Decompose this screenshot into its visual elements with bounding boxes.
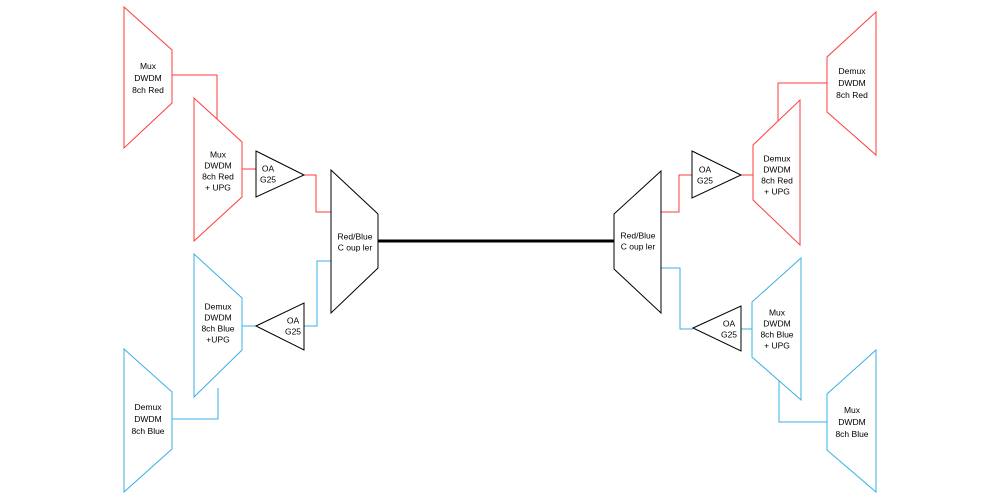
left-mux-red-upg-label-line: 8ch Red <box>202 172 234 182</box>
left-demux-blue-upg-label-line: DWDM <box>204 313 231 323</box>
left-mux-red-upg-label-line: + UPG <box>205 183 231 193</box>
connections <box>172 74 827 423</box>
left-oa-top-label-line: G25 <box>260 175 276 185</box>
right-demux-red-upg-label-line: 8ch Red <box>761 176 793 186</box>
left-mux-red-upg-label-line: DWDM <box>204 161 231 171</box>
right-mux-blue-label-line: 8ch Blue <box>835 429 868 439</box>
left-mux-red-label-line: 8ch Red <box>132 85 164 95</box>
right-mux-blue-upg-label-line: + UPG <box>764 341 790 351</box>
right-demux-red-label-line: Demux <box>839 66 867 76</box>
left-oa-top-label-line: OA <box>262 164 275 174</box>
right-oa-bottom-label-line: G25 <box>721 330 737 340</box>
right-mux-blue-upg-label-line: Mux <box>769 308 786 318</box>
right-mux-blue-label-line: DWDM <box>838 417 865 427</box>
connector-left-oa-top-to-left-coupler <box>304 174 331 213</box>
left-oa-bottom-shape <box>254 302 305 351</box>
right-mux-blue-upg-shape <box>751 256 802 402</box>
connector-right-demux-red-upg-to-right-demux-red <box>777 82 827 122</box>
left-demux-blue-upg-label-line: 8ch Blue <box>201 324 234 334</box>
right-demux-red-upg-label-line: + UPG <box>764 187 790 197</box>
right-mux-blue-shape <box>826 348 877 494</box>
right-mux-blue-upg-label-line: DWDM <box>763 319 790 329</box>
left-demux-blue-upg-shape <box>193 252 243 399</box>
right-coupler-label-line: Red/Blue <box>621 231 656 241</box>
connector-left-demux-blue-upg-to-left-demux-blue <box>172 388 219 420</box>
left-coupler-label-line: Red/Blue <box>338 232 373 242</box>
left-mux-red-shape <box>123 5 173 150</box>
right-oa-top-label-line: G25 <box>697 176 713 186</box>
right-demux-red-upg-label-line: Demux <box>764 154 792 164</box>
left-mux-red-upg-shape <box>193 96 243 243</box>
right-oa-bottom-shape <box>691 305 742 352</box>
connector-right-mux-blue-to-right-mux-blue-upg <box>778 379 827 423</box>
left-demux-blue-shape <box>123 347 173 494</box>
right-mux-blue-upg-label-line: 8ch Blue <box>760 330 793 340</box>
right-demux-red-label-line: 8ch Red <box>836 90 868 100</box>
left-oa-bottom-label-line: G25 <box>285 327 301 337</box>
left-demux-blue-label-line: Demux <box>135 402 163 412</box>
right-mux-blue-label-line: Mux <box>844 405 861 415</box>
right-demux-red-upg-shape <box>752 98 801 247</box>
left-demux-blue-upg-label-line: Demux <box>205 302 233 312</box>
right-oa-bottom-label-line: OA <box>723 319 736 329</box>
left-coupler-label-line: C oup ler <box>338 243 373 253</box>
left-oa-top-shape <box>255 150 306 198</box>
right-demux-red-upg-label-line: DWDM <box>763 165 790 175</box>
left-oa-bottom-label-line: OA <box>287 316 300 326</box>
left-demux-blue-upg-label-line: +UPG <box>206 335 229 345</box>
left-coupler-shape <box>330 168 379 315</box>
right-demux-red-shape <box>826 10 877 157</box>
right-coupler-shape <box>613 169 662 315</box>
connector-right-coupler-to-right-oa-top <box>661 174 692 213</box>
right-oa-top-shape <box>691 150 743 199</box>
left-mux-red-label-line: Mux <box>140 61 157 71</box>
left-demux-blue-label-line: 8ch Blue <box>131 426 164 436</box>
right-demux-red-label-line: DWDM <box>838 78 865 88</box>
right-coupler-label-line: C oup ler <box>621 242 656 252</box>
left-mux-red-upg-label-line: Mux <box>210 150 227 160</box>
left-demux-blue-label-line: DWDM <box>134 414 161 424</box>
connector-left-mux-red-to-left-mux-red-upg <box>172 74 218 122</box>
left-mux-red-label-line: DWDM <box>134 73 161 83</box>
connector-left-coupler-to-left-oa-bottom <box>304 260 331 327</box>
right-oa-top-label-line: OA <box>699 165 712 175</box>
connector-right-oa-bottom-to-right-coupler <box>661 267 693 330</box>
